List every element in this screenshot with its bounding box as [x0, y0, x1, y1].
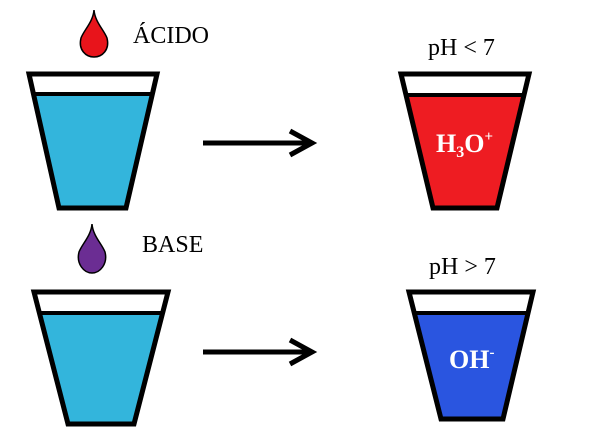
hydroxide-ion-label: OH- [449, 345, 495, 374]
base-label: BASE [142, 232, 204, 258]
base-source-beaker [30, 289, 172, 427]
hydronium-ion-label: H3O+ [436, 129, 494, 161]
acid-drop-icon [79, 9, 109, 58]
base-ph-label: pH > 7 [429, 254, 496, 280]
acid-ph-label: pH < 7 [428, 35, 495, 61]
acid-reaction-arrow [203, 128, 318, 158]
acid-result-beaker [397, 71, 533, 211]
acid-label: ÁCIDO [133, 23, 209, 49]
acid-source-beaker [25, 71, 161, 211]
base-reaction-arrow [203, 337, 318, 367]
base-result-beaker [405, 289, 537, 422]
base-drop-icon [77, 223, 107, 274]
